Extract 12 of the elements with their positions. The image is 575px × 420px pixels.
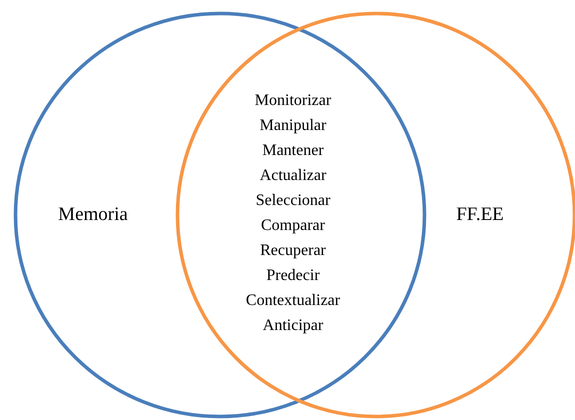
- term-label: Seleccionar: [256, 191, 330, 211]
- term-label: Actualizar: [260, 166, 326, 186]
- term-label: Contextualizar: [246, 291, 340, 311]
- term-label: Predecir: [266, 266, 320, 286]
- term-label: Monitorizar: [254, 91, 332, 111]
- term-label: Manipular: [260, 116, 326, 136]
- set-label: Memoria: [58, 204, 128, 226]
- set-label: FF.EE: [456, 204, 504, 226]
- term-label: Anticipar: [262, 316, 324, 336]
- term-label: Recuperar: [260, 241, 326, 261]
- term-label: Mantener: [262, 141, 324, 161]
- term-label: Comparar: [261, 216, 325, 236]
